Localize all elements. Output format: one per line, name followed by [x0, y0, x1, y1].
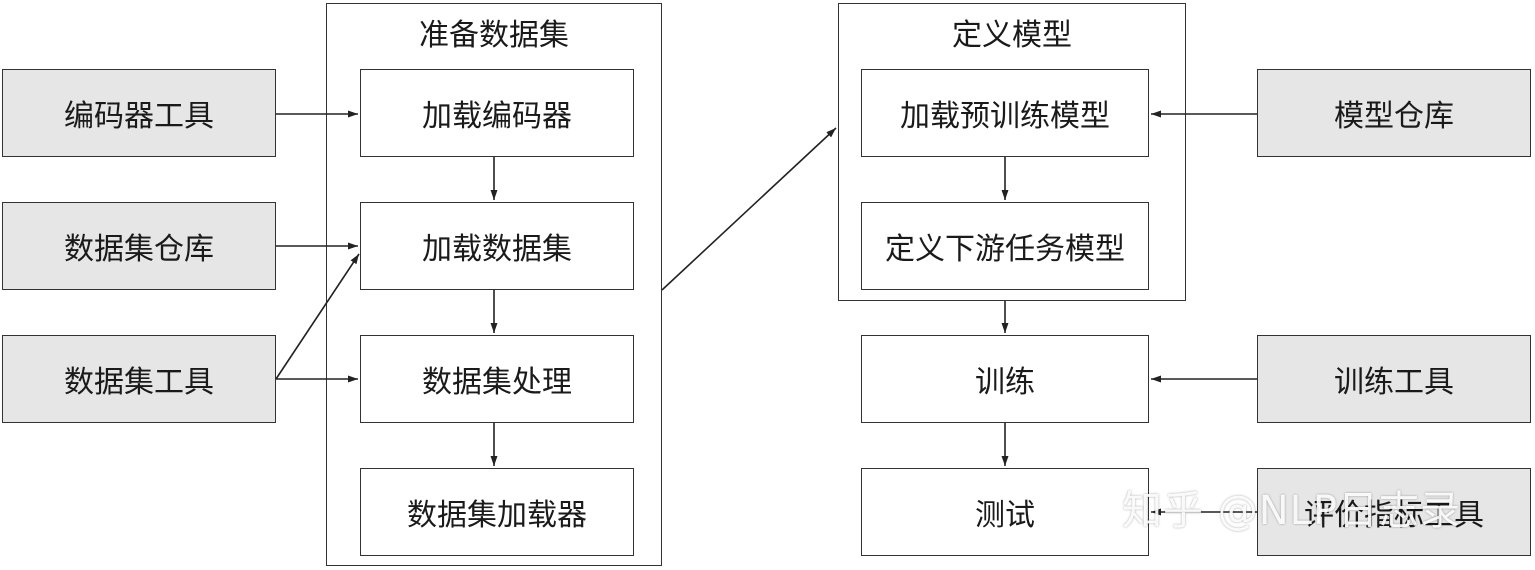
define-downstream-model-box: 定义下游任务模型 [861, 202, 1149, 290]
dataset-loader-box: 数据集加载器 [360, 468, 634, 556]
train-box: 训练 [861, 335, 1149, 423]
process-dataset-box: 数据集处理 [360, 335, 634, 423]
load-pretrained-model-box: 加载预训练模型 [861, 69, 1149, 157]
define-model-group: 定义模型 [838, 3, 1186, 301]
load-dataset-box: 加载数据集 [360, 202, 634, 290]
dataset-tool-box: 数据集工具 [2, 335, 276, 423]
dataset-repo-box: 数据集仓库 [2, 202, 276, 290]
test-box: 测试 [861, 468, 1149, 556]
define-model-title: 定义模型 [952, 18, 1072, 53]
prepare-dataset-group: 准备数据集 [326, 3, 662, 566]
arrow-dataset-tool-to-load-dataset [275, 253, 360, 380]
load-encoder-box: 加载编码器 [360, 69, 634, 157]
watermark-text: 知乎 @NLP日志录 [1122, 488, 1462, 534]
train-tool-box: 训练工具 [1257, 335, 1531, 423]
eval-tool-box: 评价指标工具 [1257, 468, 1531, 556]
arrow-prepare-to-define-model [661, 127, 837, 291]
encoder-tool-box: 编码器工具 [2, 69, 276, 157]
model-repo-box: 模型仓库 [1257, 69, 1531, 157]
prepare-dataset-title: 准备数据集 [419, 18, 569, 53]
